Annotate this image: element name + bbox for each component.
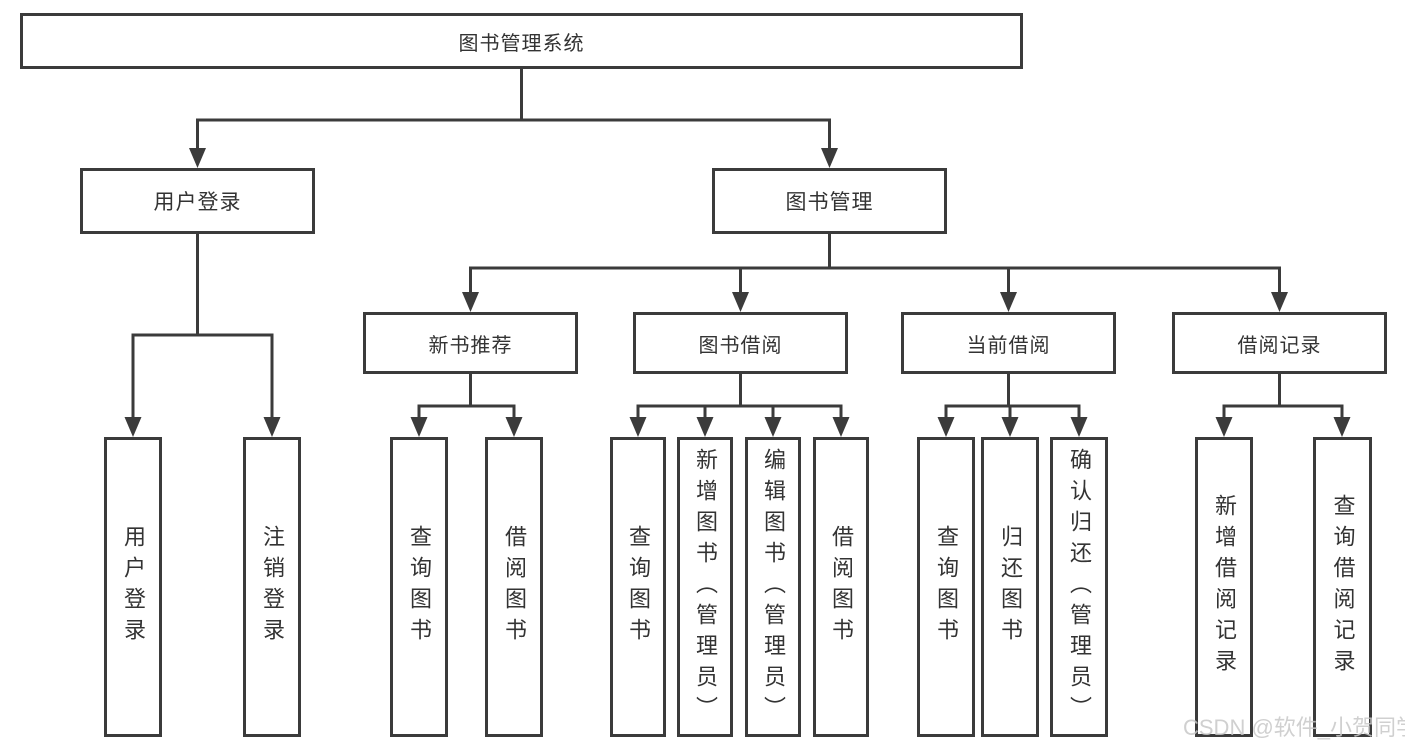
node-leaf-newbooks-borrow-books: 借阅图书 bbox=[485, 437, 543, 737]
node-label: 新书推荐 bbox=[428, 334, 513, 357]
node-library-management-system: 图书管理系统 bbox=[20, 13, 1023, 69]
node-label: 编辑图书（管理员） bbox=[761, 447, 786, 727]
node-borrow-records: 借阅记录 bbox=[1172, 312, 1387, 374]
node-leaf-records-query-record: 查询借阅记录 bbox=[1313, 437, 1372, 737]
node-label: 查询借阅记录 bbox=[1330, 494, 1356, 680]
node-book-borrowing: 图书借阅 bbox=[633, 312, 848, 374]
node-label: 借阅图书 bbox=[829, 525, 854, 649]
node-label: 借阅图书 bbox=[502, 525, 527, 649]
node-label: 借阅记录 bbox=[1237, 334, 1322, 357]
node-label: 查询图书 bbox=[934, 525, 959, 649]
node-leaf-user-login: 用户登录 bbox=[104, 437, 162, 737]
node-leaf-logout: 注销登录 bbox=[243, 437, 301, 737]
node-label: 新增图书（管理员） bbox=[693, 447, 718, 727]
node-label: 确认归还（管理员） bbox=[1067, 447, 1092, 727]
node-label: 新增借阅记录 bbox=[1212, 494, 1237, 680]
node-label: 用户登录 bbox=[121, 525, 146, 649]
node-label: 图书借阅 bbox=[698, 334, 783, 357]
node-label: 查询图书 bbox=[626, 525, 651, 649]
node-user-login: 用户登录 bbox=[80, 168, 315, 234]
node-label: 用户登录 bbox=[153, 191, 242, 214]
node-label: 归还图书 bbox=[998, 525, 1023, 649]
node-label: 当前借阅 bbox=[966, 334, 1051, 357]
node-label: 图书管理 bbox=[785, 191, 874, 214]
node-leaf-newbooks-query-books: 查询图书 bbox=[390, 437, 448, 737]
node-leaf-current-query-books: 查询图书 bbox=[917, 437, 975, 737]
node-book-management: 图书管理 bbox=[712, 168, 947, 234]
node-leaf-borrow-edit-books-admin: 编辑图书（管理员） bbox=[745, 437, 801, 737]
node-label: 注销登录 bbox=[260, 525, 285, 649]
node-new-book-recommend: 新书推荐 bbox=[363, 312, 578, 374]
node-leaf-borrow-borrow-books: 借阅图书 bbox=[813, 437, 869, 737]
node-leaf-current-confirm-return-admin: 确认归还（管理员） bbox=[1050, 437, 1108, 737]
node-leaf-borrow-add-books-admin: 新增图书（管理员） bbox=[677, 437, 733, 737]
node-leaf-records-add-record: 新增借阅记录 bbox=[1195, 437, 1253, 737]
node-leaf-current-return-books: 归还图书 bbox=[981, 437, 1039, 737]
node-current-borrowing: 当前借阅 bbox=[901, 312, 1116, 374]
csdn-watermark: CSDN @软件_小贺同学 bbox=[1183, 715, 1405, 740]
node-leaf-borrow-query-books: 查询图书 bbox=[610, 437, 666, 737]
node-label: 查询图书 bbox=[407, 525, 432, 649]
node-label: 图书管理系统 bbox=[458, 32, 585, 55]
